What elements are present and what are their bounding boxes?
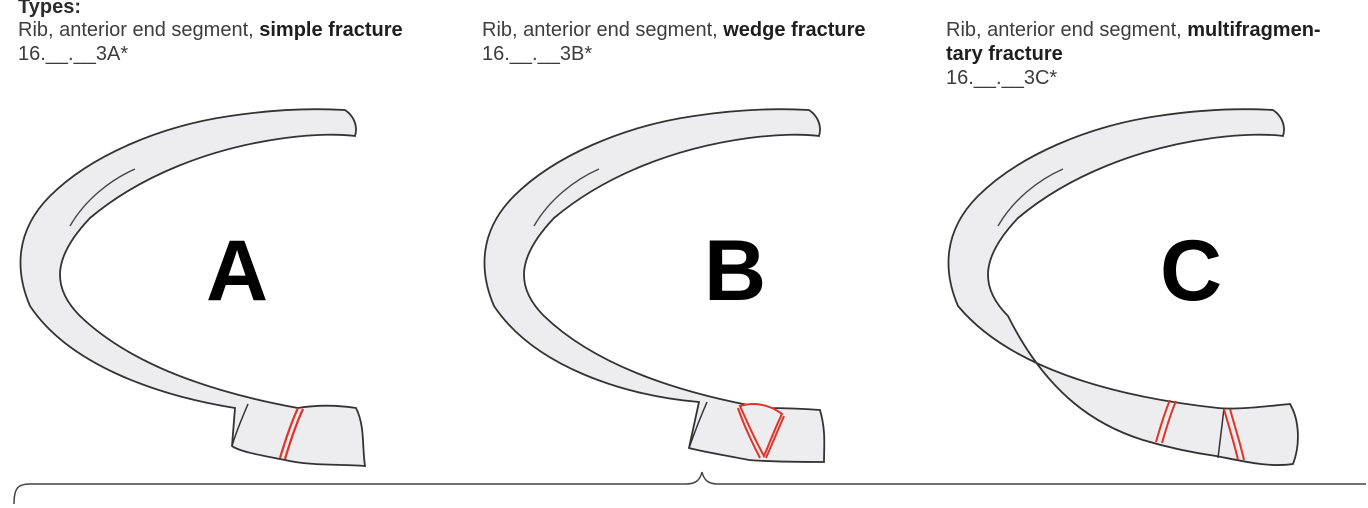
rib-illustration [474,96,874,476]
caption-type-a: Rib, anterior end segment, simple fractu… [18,18,403,66]
rib-diagram-a: A [10,96,410,476]
caption-bold: multifragmen- [1187,19,1320,41]
type-letter-a: A [206,228,268,314]
rib-diagram-c: C [938,96,1338,476]
caption-prefix: Rib, anterior end segment, [946,19,1187,41]
caption-prefix: Rib, anterior end segment, [18,19,259,41]
rib-bone [948,109,1297,465]
caption-bold-line2: tary fracture [946,43,1063,65]
type-code: 16.__.__3A* [18,42,403,66]
rib-diagram-b: B [474,96,874,476]
type-code: 16.__.__3C* [946,66,1321,90]
caption-type-c: Rib, anterior end segment, multifragmen-… [946,18,1321,90]
rib-bone [20,109,365,466]
type-letter-b: B [704,228,766,314]
type-letter-c: C [1160,228,1222,314]
caption-bold: simple fracture [259,19,402,41]
grouping-brace [0,470,1368,508]
caption-type-b: Rib, anterior end segment, wedge fractur… [482,18,866,66]
rib-illustration [938,96,1338,476]
caption-prefix: Rib, anterior end segment, [482,19,723,41]
types-heading: Types: [18,0,81,19]
caption-bold: wedge fracture [723,19,865,41]
type-code: 16.__.__3B* [482,42,866,66]
